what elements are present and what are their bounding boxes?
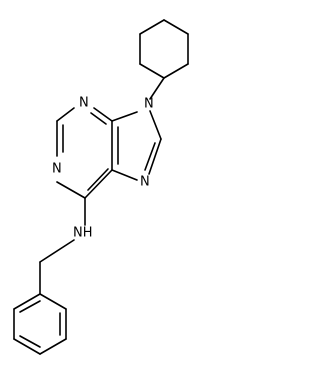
atom-label-n9: N <box>144 97 154 112</box>
atom-label-n7: N <box>140 175 150 190</box>
bond <box>139 19 165 35</box>
bond <box>144 142 156 171</box>
bond <box>139 63 165 79</box>
bond <box>39 293 67 310</box>
atom-labels: N N N N NH <box>52 96 154 241</box>
bond <box>90 112 107 125</box>
atom-label-amine: NH <box>73 226 93 241</box>
atom-label-n3: N <box>79 96 89 111</box>
bond <box>13 293 41 310</box>
bond <box>148 138 162 175</box>
bond <box>87 168 109 191</box>
bond <box>149 77 165 100</box>
bond <box>163 63 189 79</box>
bond <box>19 300 41 313</box>
bond <box>93 107 113 122</box>
bond <box>163 19 189 35</box>
bond <box>13 338 41 355</box>
bond <box>56 181 86 199</box>
bond <box>56 107 75 122</box>
bond <box>111 111 138 122</box>
bond <box>84 169 113 199</box>
bond <box>111 169 138 181</box>
cyclohexyl-ring <box>139 19 189 79</box>
bond <box>149 110 162 140</box>
atom-label-n1: N <box>52 162 62 177</box>
bond <box>19 335 41 348</box>
purine-core <box>56 107 162 199</box>
chemical-structure-diagram: N N N N NH <box>13 19 189 355</box>
bond <box>39 239 75 263</box>
bond <box>39 338 67 355</box>
phenyl-ring <box>13 293 67 355</box>
